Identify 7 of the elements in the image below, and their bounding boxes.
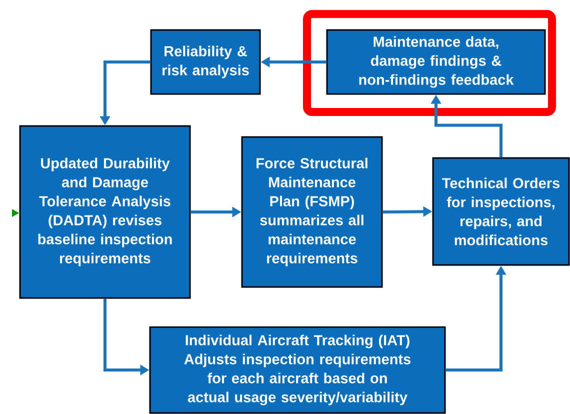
highlight-frame <box>303 10 556 116</box>
process-box: Reliability & risk analysis <box>150 29 261 95</box>
process-box: Updated Durability and Damage Tolerance Analysis (DADTA) revises baseline inspection requirements <box>19 125 191 299</box>
process-box: Individual Aircraft Tracking (IAT) Adjusts inspection requirements for each aircraft based on actual usage severity/variability <box>149 326 446 414</box>
process-box: Maintenance data, damage findings & non-findings feedback <box>326 29 546 95</box>
process-box: Force Structural Maintenance Plan (FSMP) summarizes all maintenance requirements <box>241 136 383 288</box>
process-box: Technical Orders for inspections, repairs, and modifications <box>432 157 570 266</box>
